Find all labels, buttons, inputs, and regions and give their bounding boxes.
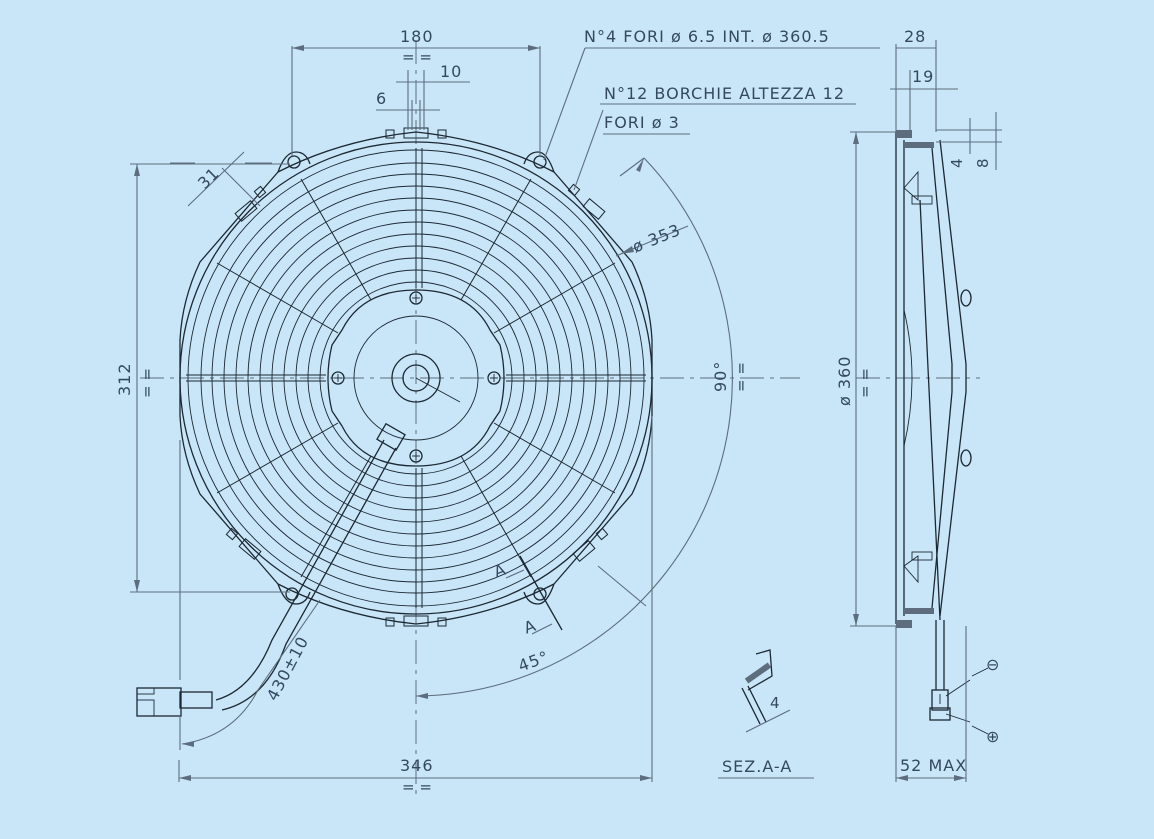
screw-icon <box>331 371 345 385</box>
dim-360: ø 360 = = <box>835 131 896 627</box>
dim-312: 312 = = <box>115 163 290 593</box>
equal-marks: = = <box>138 368 156 398</box>
grille-spokes <box>186 148 646 608</box>
dim-28-label: 28 <box>904 27 926 46</box>
dim-28: 28 <box>895 27 937 132</box>
dim-slot: 10 6 <box>376 62 470 130</box>
dim-180-label: 180 <box>400 27 434 46</box>
equal-marks: = = <box>402 48 432 66</box>
mounting-hole-icon <box>523 583 555 605</box>
section-marker-a-bottom: A <box>521 616 539 638</box>
dim-346-label: 346 <box>400 756 434 775</box>
dim-31: 31 <box>170 151 272 207</box>
note-studs-label: N°12 BORCHIE ALTEZZA 12 <box>604 84 845 103</box>
dim-52-max: 52 MAX <box>895 626 967 782</box>
dim-312-label: 312 <box>115 362 134 396</box>
dim-346: 346 = = <box>178 416 653 796</box>
angle-45-label: 45° <box>516 647 552 676</box>
negative-terminal-icon: ⊖ <box>986 655 1000 674</box>
dim-4-8: 4 8 <box>936 112 1002 170</box>
angle-arc: 90° = = 45° <box>415 157 750 699</box>
section-aa: 4 SEZ.A-A <box>718 649 814 779</box>
section-aa-label: SEZ.A-A <box>722 757 792 776</box>
power-cable <box>136 422 406 717</box>
polarity-markers: ⊖ ⊕ <box>945 655 1000 746</box>
dim-cable-length: 430±10 <box>179 440 321 750</box>
side-connector <box>929 689 951 721</box>
connector-icon <box>136 687 182 717</box>
screw-icon <box>409 291 423 305</box>
motor-hub <box>327 289 505 467</box>
dim-353: ø 353 <box>615 220 689 257</box>
side-profile <box>895 130 972 690</box>
screw-icon <box>487 371 501 385</box>
dim-8-label: 8 <box>974 158 992 168</box>
note-holes: N°4 FORI ø 6.5 INT. ø 360.5 <box>543 27 880 161</box>
section-dim-4-label: 4 <box>770 694 780 712</box>
note-holes-label: N°4 FORI ø 6.5 INT. ø 360.5 <box>584 27 830 46</box>
note-studs: N°12 BORCHIE ALTEZZA 12 FORI ø 3 <box>573 84 856 191</box>
motor-screws <box>331 291 501 463</box>
side-view: ⊖ ⊕ 28 19 4 8 <box>835 27 1002 782</box>
equal-marks: = = <box>402 778 432 796</box>
angle-90-label: 90° <box>711 361 730 392</box>
dim-6-label: 6 <box>376 89 387 108</box>
dim-353-label: ø 353 <box>630 220 684 257</box>
front-view: 180 = = 10 6 31 3 <box>115 27 880 800</box>
studs <box>225 127 609 627</box>
dim-4-label: 4 <box>948 158 966 168</box>
dim-52-max-label: 52 MAX <box>900 756 967 775</box>
positive-terminal-icon: ⊕ <box>986 727 1000 746</box>
mounting-hole-icon <box>277 151 311 173</box>
dim-180: 180 = = <box>291 27 541 156</box>
dim-31-label: 31 <box>194 163 223 192</box>
note-stud-holes-label: FORI ø 3 <box>604 113 680 132</box>
dim-19: 19 <box>890 67 958 132</box>
dim-19-label: 19 <box>912 67 934 86</box>
equal-marks: = = <box>856 368 874 398</box>
dim-10-label: 10 <box>440 62 462 81</box>
screw-icon <box>409 449 423 463</box>
dim-360-label: ø 360 <box>835 356 854 406</box>
equal-marks: = = <box>732 362 750 392</box>
